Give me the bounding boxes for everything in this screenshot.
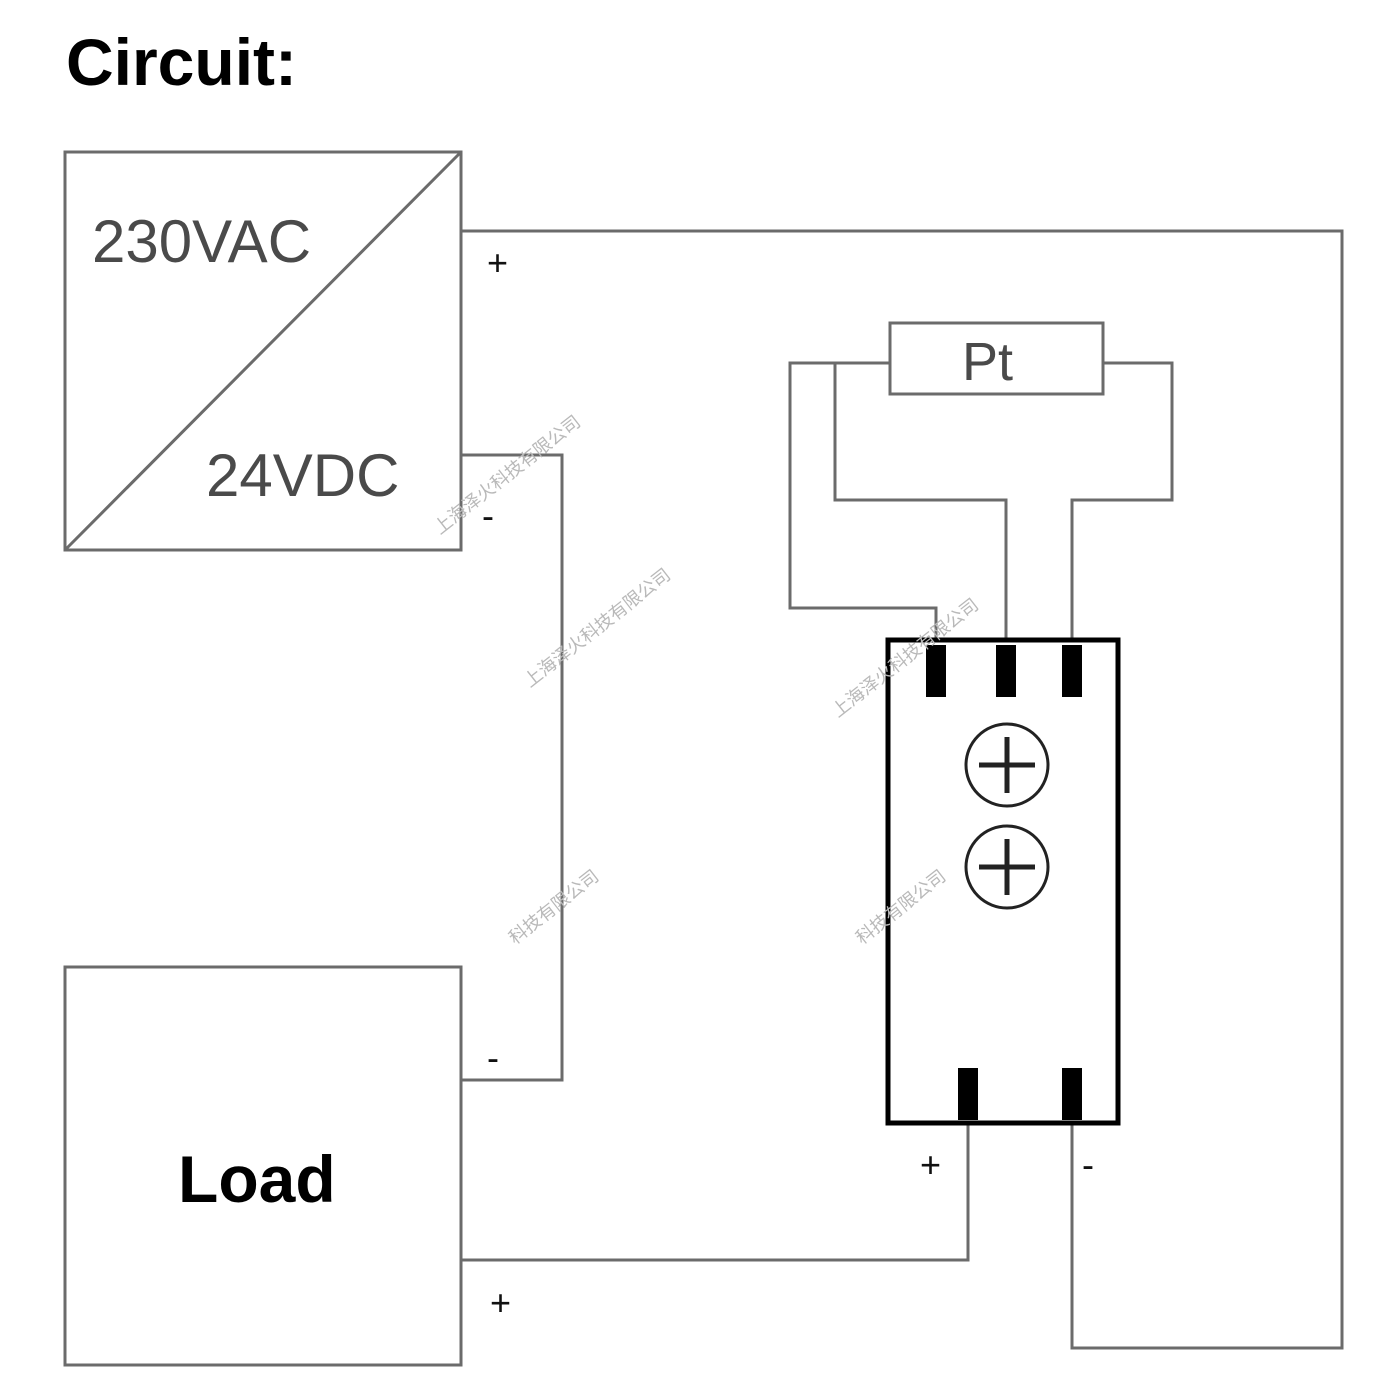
load-minus: - — [487, 1037, 499, 1078]
power-supply-plus: + — [487, 242, 508, 283]
power-supply-output-label: 24VDC — [206, 442, 399, 509]
power-supply-input-label: 230VAC — [92, 208, 311, 275]
transmitter-minus: - — [1082, 1144, 1094, 1185]
wire-negative-load — [461, 453, 564, 1082]
terminal-bottom-minus — [1062, 1068, 1082, 1120]
power-supply-minus: - — [482, 495, 494, 536]
sensor-wire-3 — [1070, 361, 1174, 645]
page-title: Circuit: — [66, 25, 297, 99]
wire-positive-supply — [461, 229, 1344, 1350]
transmitter-plus: + — [920, 1144, 941, 1185]
watermark-2: 上海泽火科技有限公司 — [520, 565, 675, 692]
load-box — [63, 965, 463, 1367]
adjust-screw-1-icon — [964, 722, 1050, 808]
wire-load-transmitter — [461, 1120, 970, 1262]
pt-sensor-label: Pt — [962, 332, 1013, 392]
watermark-4: 科技有限公司 — [505, 866, 603, 949]
adjust-screw-2-icon — [964, 824, 1050, 910]
pt-sensor-box — [888, 321, 1105, 396]
terminal-top-3 — [1062, 645, 1082, 697]
load-plus: + — [490, 1282, 511, 1323]
terminal-top-1 — [926, 645, 946, 697]
power-supply-diagonal — [63, 150, 463, 552]
sensor-wire-1 — [788, 361, 938, 645]
sensor-wire-2 — [833, 361, 1008, 645]
terminal-top-2 — [996, 645, 1016, 697]
terminal-bottom-plus — [958, 1068, 978, 1120]
transmitter-box — [885, 637, 1121, 1126]
load-label: Load — [178, 1142, 336, 1216]
